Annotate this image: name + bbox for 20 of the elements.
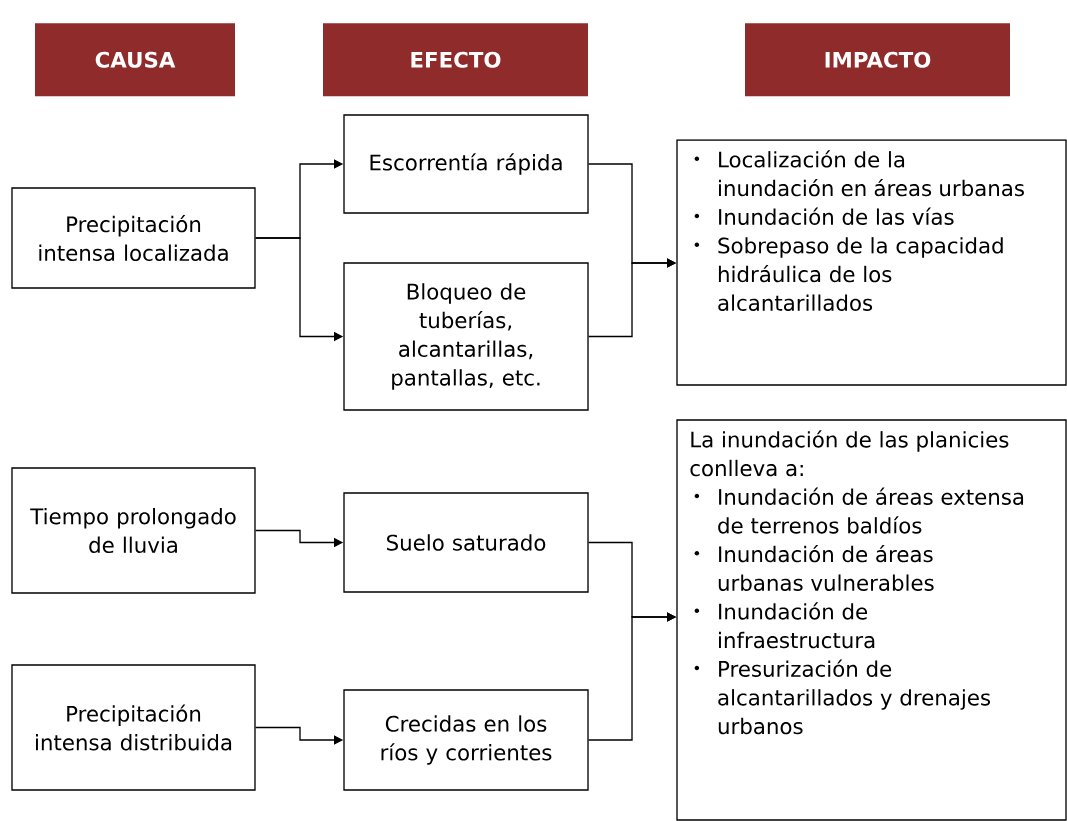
process-box: Crecidas en los ríos y corrientes [343, 689, 589, 791]
bullet-item: Inundación de áreas extensa de terrenos baldíos [694, 487, 1024, 534]
process-box: Bloqueo de tuberías, alcantarillas, pantallas, etc. [343, 262, 589, 411]
header-box: IMPACTO [745, 23, 1010, 97]
bullet-item: Inundación de las vías [694, 207, 954, 225]
header-box: EFECTO [323, 23, 588, 97]
process-box: Suelo saturado [343, 492, 589, 593]
process-box: Escorrentía rápida [343, 114, 589, 214]
process-box: Tiempo prolongado de lluvia [11, 467, 256, 594]
process-box: Precipitación intensa localizada [11, 187, 256, 289]
bullet-item: Inundación de áreas urbanas vulnerables [694, 544, 934, 591]
intro-text: La inundación de las planicies conlleva a: [690, 430, 1009, 477]
bullet-item: Presurización de alcantarillados y drenajes urbanos [694, 659, 991, 735]
bullet-item: Sobrepaso de la capacidad hidráulica de los alcantarillados [694, 237, 1003, 311]
process-box: Precipitación intensa distribuida [11, 664, 256, 791]
bullet-item: Inundación de infraestructura [694, 602, 875, 649]
impact-box [676, 419, 1067, 821]
header-box: CAUSA [35, 23, 235, 97]
impact-box [676, 139, 1067, 386]
bullet-item: Localización de la inundación en áreas urbanas [694, 150, 1024, 197]
